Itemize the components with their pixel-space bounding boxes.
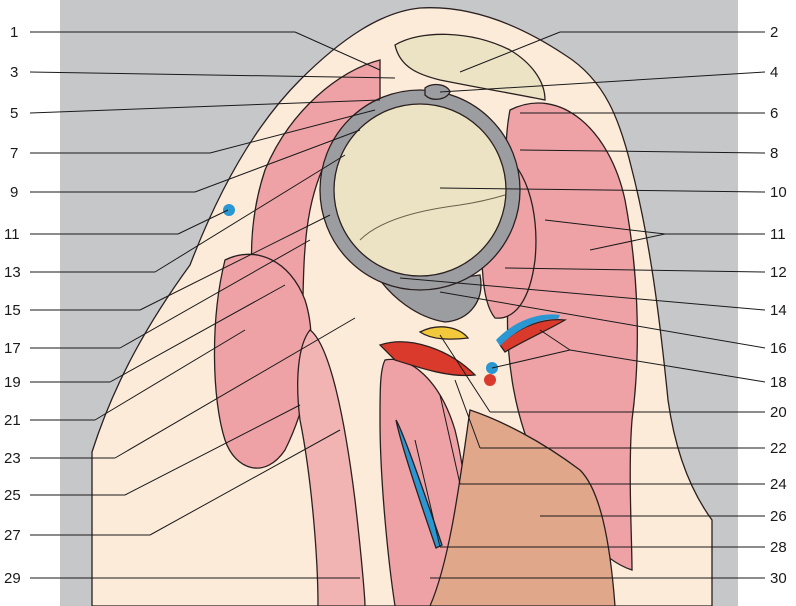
label-right-10: 10 — [770, 184, 787, 201]
label-right-11: 11 — [770, 226, 786, 243]
label-right-4: 4 — [770, 64, 778, 81]
label-left-11: 11 — [4, 226, 20, 243]
label-right-18: 18 — [770, 374, 787, 391]
vessel-cluster-red — [484, 374, 496, 386]
label-right-2: 2 — [770, 24, 778, 41]
label-right-30: 30 — [770, 570, 787, 587]
label-left-15: 15 — [4, 302, 21, 319]
label-right-20: 20 — [770, 404, 787, 421]
right-labels: 2 4 6 8 10 11 12 14 16 18 20 22 24 26 28… — [770, 24, 787, 587]
label-left-23: 23 — [4, 450, 21, 467]
label-left-5: 5 — [10, 105, 18, 122]
label-right-14: 14 — [770, 302, 787, 319]
label-left-9: 9 — [10, 184, 18, 201]
label-right-8: 8 — [770, 145, 778, 162]
label-left-7: 7 — [10, 145, 18, 162]
label-left-3: 3 — [10, 64, 18, 81]
label-left-1: 1 — [10, 24, 18, 41]
label-right-12: 12 — [770, 264, 787, 281]
label-right-24: 24 — [770, 476, 787, 493]
label-left-29: 29 — [4, 570, 21, 587]
label-right-22: 22 — [770, 440, 787, 457]
label-right-28: 28 — [770, 539, 787, 556]
label-left-27: 27 — [4, 527, 21, 544]
label-left-17: 17 — [4, 340, 21, 357]
vein-small-left — [223, 204, 235, 216]
label-right-16: 16 — [770, 340, 787, 357]
label-left-13: 13 — [4, 264, 21, 281]
label-right-6: 6 — [770, 105, 778, 122]
label-left-25: 25 — [4, 487, 21, 504]
label-right-26: 26 — [770, 508, 787, 525]
label-left-21: 21 — [4, 412, 21, 429]
left-labels: 1 3 5 7 9 11 13 15 17 19 21 23 25 27 29 — [4, 24, 21, 587]
label-left-19: 19 — [4, 374, 21, 391]
